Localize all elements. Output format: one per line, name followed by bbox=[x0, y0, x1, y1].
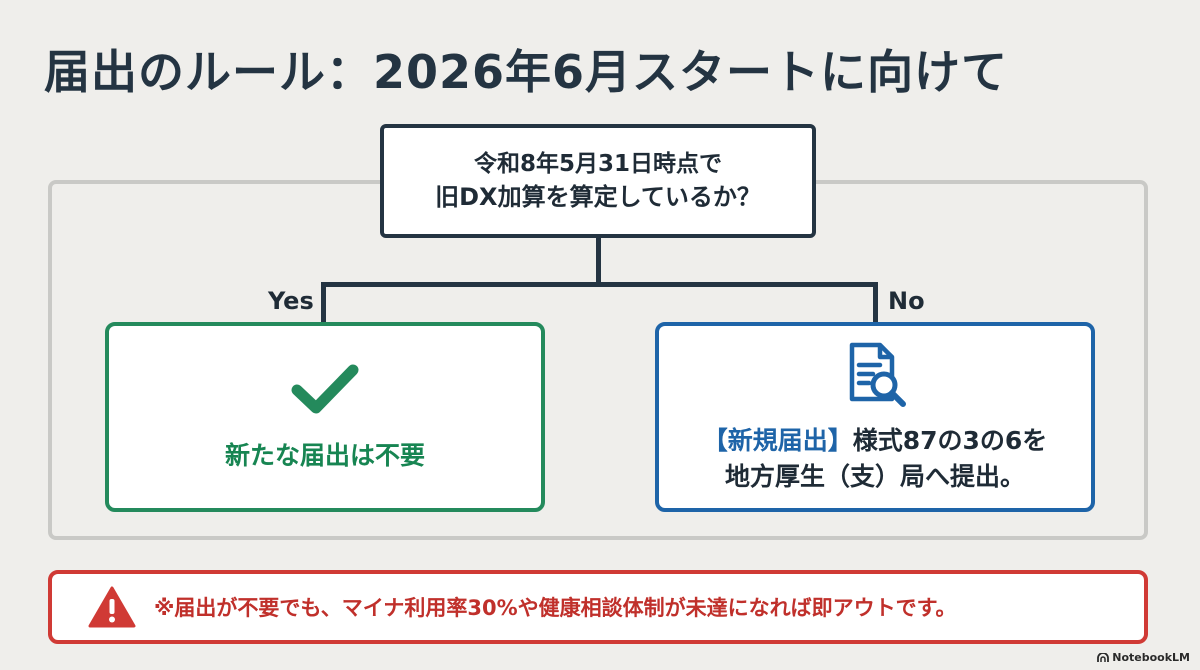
no-label: No bbox=[888, 287, 925, 315]
yes-label: Yes bbox=[268, 287, 314, 315]
no-message-highlight: 【新規届出】 bbox=[702, 426, 853, 455]
yes-message: 新たな届出は不要 bbox=[224, 441, 425, 470]
question-line-2: 旧DX加算を算定しているか？ bbox=[435, 183, 761, 211]
warning-icon bbox=[88, 585, 136, 629]
connector-no-drop bbox=[873, 282, 878, 324]
connector-yes-drop bbox=[321, 282, 326, 324]
no-outcome-box: 【新規届出】様式87の3の6を 地方厚生（支）局へ提出。 bbox=[655, 322, 1095, 512]
footer-brand: NotebookLM bbox=[1097, 651, 1190, 664]
no-message-line-2: 地方厚生（支）局へ提出。 bbox=[724, 462, 1025, 491]
connector-horizontal bbox=[321, 282, 878, 287]
connector-vertical-main bbox=[596, 236, 601, 286]
checkmark-icon bbox=[289, 362, 361, 422]
question-line-1: 令和8年5月31日時点で bbox=[473, 151, 722, 177]
no-message-rest: 様式87の3の6を bbox=[852, 426, 1048, 455]
question-box: 令和8年5月31日時点で 旧DX加算を算定しているか？ bbox=[380, 124, 816, 238]
notebooklm-logo-icon bbox=[1097, 652, 1110, 663]
document-search-icon bbox=[840, 339, 910, 413]
no-message-line-1: 【新規届出】様式87の3の6を bbox=[703, 423, 1048, 459]
warning-banner: ※届出が不要でも、マイナ利用率30%や健康相談体制が未達になれば即アウトです。 bbox=[48, 570, 1148, 644]
yes-outcome-box: 新たな届出は不要 bbox=[105, 322, 545, 512]
warning-text: ※届出が不要でも、マイナ利用率30%や健康相談体制が未達になれば即アウトです。 bbox=[154, 596, 957, 620]
page-title: 届出のルール：2026年6月スタートに向けて bbox=[44, 45, 1009, 99]
footer-brand-text: NotebookLM bbox=[1112, 651, 1190, 664]
